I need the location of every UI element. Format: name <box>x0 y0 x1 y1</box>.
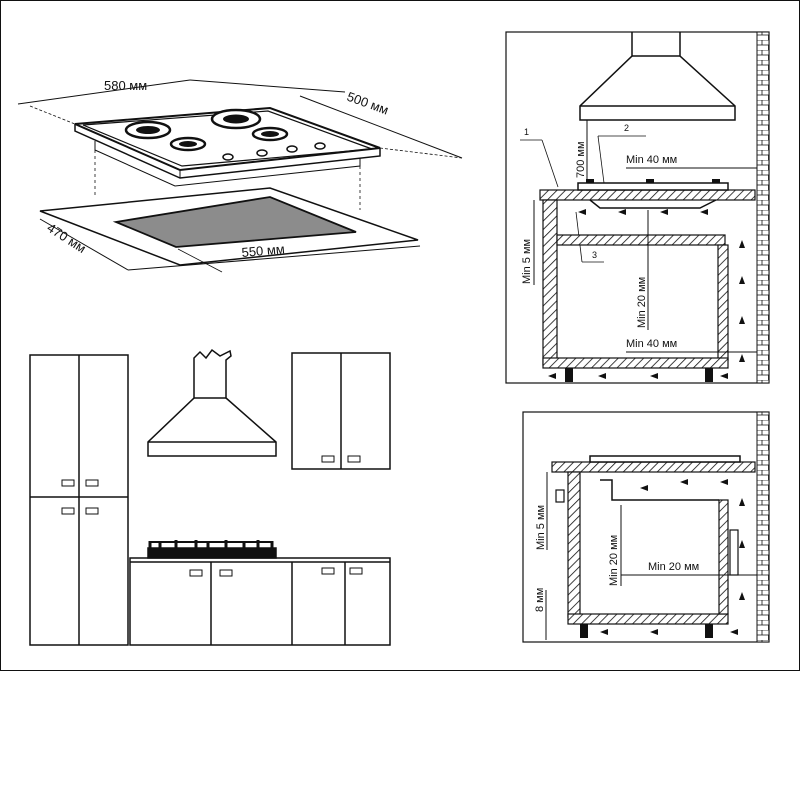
cutout-depth-label: 470 мм <box>44 220 88 256</box>
burner-rear-left <box>124 120 172 140</box>
front-inner-gap-label: Min 20 мм <box>608 535 620 586</box>
hob-depth-label: 500 мм <box>345 89 391 118</box>
front-wall-gap-label: Min 20 мм <box>648 561 699 573</box>
countertop-cutout: 470 мм 550 мм <box>39 187 421 273</box>
countertop-section <box>539 189 756 201</box>
side-section: 700 мм 1 2 3 Min 40 мм Min 5 м <box>505 31 770 384</box>
burner-rear-right <box>210 108 262 130</box>
hob-drawing: 580 мм 500 мм <box>17 78 463 210</box>
burner-front-right <box>251 126 289 142</box>
knobs <box>222 142 326 161</box>
cutout-width-label: 550 мм <box>241 241 285 260</box>
cutout-hole <box>112 196 357 248</box>
side-gap-label: Min 5 мм <box>521 239 533 284</box>
side-bottom-gap-label: Min 40 мм <box>626 338 677 350</box>
front-airflow-arrows <box>600 479 745 635</box>
side-top-gap-label: Min 40 мм <box>626 154 677 166</box>
airflow-arrows <box>548 209 745 379</box>
front-floor-gap-label: 8 мм <box>534 588 546 612</box>
burner-front-left <box>169 136 207 152</box>
callout-3: 3 <box>592 250 597 260</box>
front-side-gap-label: Min 5 мм <box>535 505 547 550</box>
hob-width-label: 580 мм <box>104 78 147 93</box>
kitchen-elevation <box>29 348 391 646</box>
callout-1: 1 <box>524 127 529 137</box>
callout-2: 2 <box>624 123 629 133</box>
hood-clearance-label: 700 мм <box>575 141 587 178</box>
front-section: Min 5 мм Min 20 мм Min 20 мм 8 мм <box>522 411 770 643</box>
side-inner-gap-label: Min 20 мм <box>636 277 648 328</box>
